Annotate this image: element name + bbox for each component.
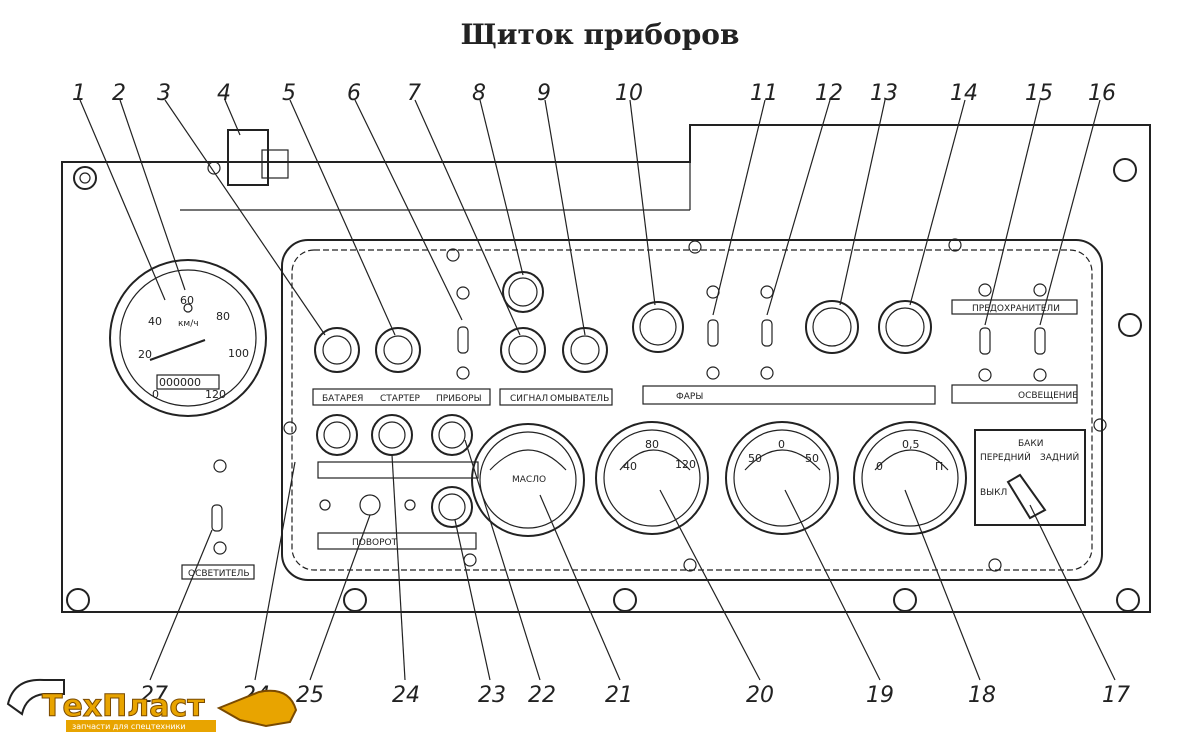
ammeter-tick: 50 [748,452,762,465]
callout-number: 8 [472,81,486,106]
label-battery: БАТАРЕЯ [322,394,363,404]
label-starter: СТАРТЕР [380,394,421,404]
callout-number: 21 [605,683,633,708]
callout-number: 22 [528,683,556,708]
oil-gauge-label: МАСЛО [512,475,546,485]
label-turn: ПОВОРОТ [352,538,398,548]
callout-number: 17 [1102,683,1130,708]
speed-tick-label: 120 [205,388,226,401]
logo-tagline-bar [66,720,216,732]
ammeter-tick: 0 [778,438,785,451]
techplast-logo: ТехПласт запчасти для спецтехники [6,678,298,732]
label-instruments: ПРИБОРЫ [436,394,482,404]
bucket-icon [216,689,298,728]
fuel-tick: П [935,460,943,473]
speed-tick-label: 60 [180,294,194,307]
fuel-gauge: 0 0,5 П [853,421,967,535]
inner-frame [281,239,1103,581]
panel-plate [61,124,1151,613]
excavator-arm-icon [6,678,65,716]
speed-tick-label: 0 [152,388,159,401]
callout-number: 23 [478,683,506,708]
callout-number: 16 [1088,81,1116,106]
label-washer: ОМЫВАТЕЛЬ [550,394,609,404]
callout-number: 20 [746,683,774,708]
oil-gauge: МАСЛО [471,423,585,537]
speed-tick-label: 20 [138,348,152,361]
tank-switch: БАКИ ПЕРЕДНИЙ ЗАДНИЙ ВЫКЛ [974,429,1086,526]
callout-number: 5 [282,81,296,106]
callout-number: 14 [950,81,978,106]
callout-number: 24 [392,683,420,708]
temperature-gauge: 40 80 120 [595,421,709,535]
switch-4 [207,129,289,186]
callout-number: 18 [968,683,996,708]
logo-tagline: запчасти для спецтехники [72,722,186,731]
logo-brand: ТехПласт [42,689,205,724]
label-headlights: ФАРЫ [676,392,703,402]
callout-number: 27 [140,683,168,708]
callout-number: 25 [296,683,324,708]
label-lighter: ОСВЕТИТЕЛЬ [188,569,250,579]
callout-number: 4 [217,81,231,106]
callout-number: 3 [157,81,171,106]
leader-lines [79,99,1116,681]
ammeter-tick: 50 [805,452,819,465]
temp-tick: 80 [645,438,659,451]
speedometer: 0 20 40 60 80 100 120 км/ч 000000 [109,259,267,417]
speed-tick-label: 100 [228,347,249,360]
callout-number: 9 [537,81,551,106]
temp-tick: 120 [675,458,696,471]
lower-left-controls [211,414,473,532]
fuel-tick: 0 [876,460,883,473]
top-controls [314,271,1046,373]
tank-off: ВЫКЛ [980,488,1007,498]
speed-tick-label: 40 [148,315,162,328]
callout-number: 7 [407,81,421,106]
page-title: Щиток приборов [460,18,740,51]
callout-number: 12 [815,81,843,106]
odometer: 000000 [159,376,201,389]
callout-number: 15 [1025,81,1053,106]
screws [213,238,1107,572]
callout-number: 6 [347,81,361,106]
temp-tick: 40 [623,460,637,473]
callout-number: 10 [615,81,643,106]
callout-number: 13 [870,81,898,106]
label-signal: СИГНАЛ [510,394,548,404]
tank-rear: ЗАДНИЙ [1040,451,1079,463]
callout-number: 1 [72,81,86,106]
callout-number: 2 [112,81,126,106]
label-lighting: ОСВЕЩЕНИЕ [1018,391,1078,401]
speed-unit: км/ч [178,319,199,329]
label-plates: БАТАРЕЯ СТАРТЕР ПРИБОРЫ СИГНАЛ ОМЫВАТЕЛЬ… [181,299,1078,580]
ammeter: 50 0 50 [725,421,839,535]
tank-front: ПЕРЕДНИЙ [980,451,1031,463]
label-fuses: ПРЕДОХРАНИТЕЛИ [972,304,1060,314]
fuel-tick: 0,5 [902,438,920,451]
tank-switch-title: БАКИ [1018,439,1043,449]
callout-number: 11 [750,81,778,106]
speed-tick-label: 80 [216,310,230,323]
callout-number: 19 [866,683,894,708]
